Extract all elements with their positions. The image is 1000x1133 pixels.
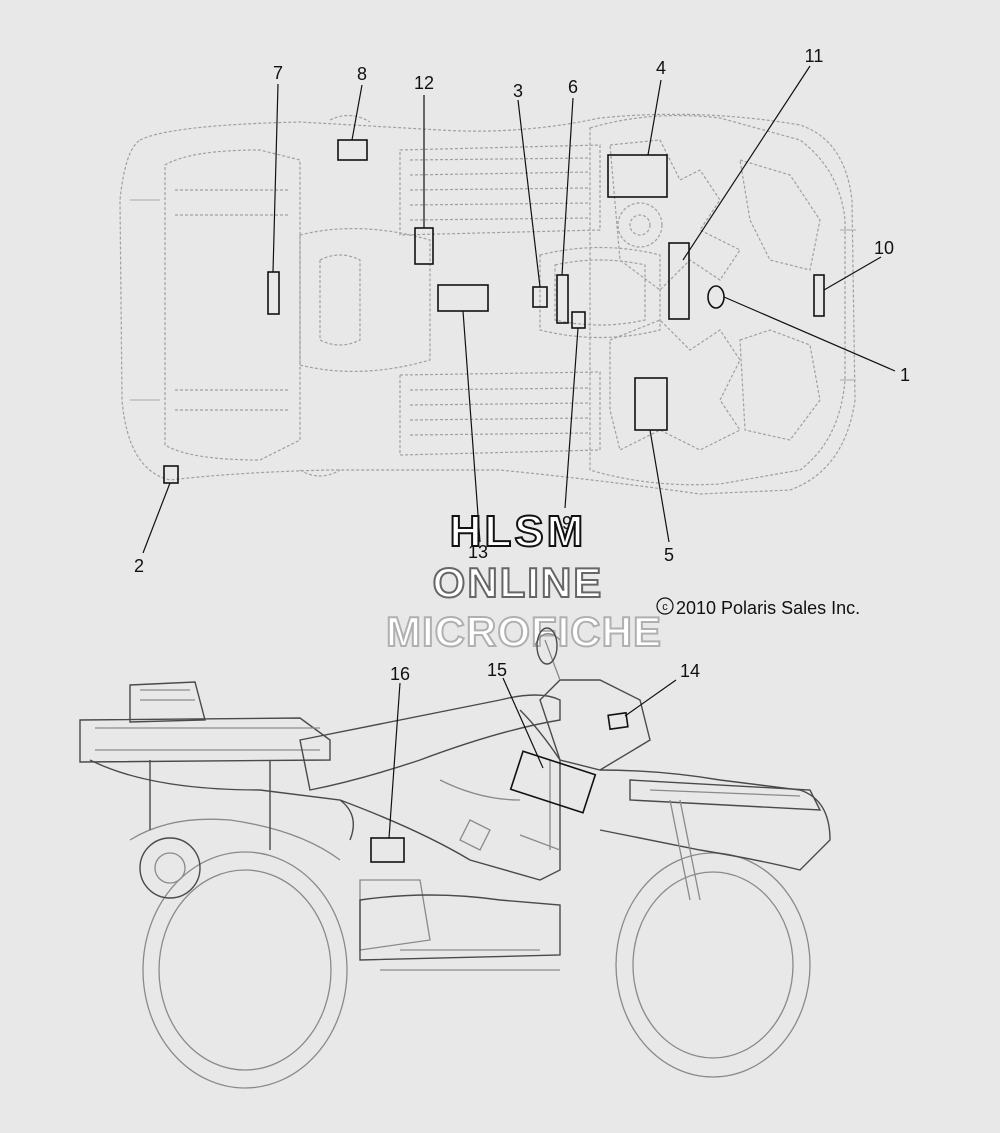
callout-13: 13 [468, 542, 488, 562]
copyright-text: 2010 Polaris Sales Inc. [676, 598, 860, 618]
decal-9 [571, 311, 586, 329]
copyright-symbol: c [662, 601, 668, 613]
callout-10: 10 [874, 238, 894, 258]
callout-16: 16 [390, 664, 410, 684]
decal-7 [267, 271, 280, 315]
decal-10 [813, 274, 825, 317]
copyright-symbol-circle [656, 597, 674, 615]
callout-9: 9 [562, 513, 572, 533]
side-view-vehicle [79, 627, 831, 1089]
decal-16 [370, 837, 405, 863]
callout-6: 6 [568, 77, 578, 97]
watermark-line-2: ONLINE [433, 559, 604, 606]
decal-4 [607, 154, 668, 198]
copyright: c 2010 Polaris Sales Inc. [656, 597, 860, 618]
decal-8 [337, 139, 368, 161]
top-view-callouts: 7 8 12 3 6 4 11 10 1 5 9 13 2 [134, 46, 910, 576]
decal-14 [607, 711, 629, 731]
decal-1 [707, 285, 725, 309]
callout-11: 11 [805, 46, 824, 66]
callout-7: 7 [273, 63, 283, 83]
top-view-decals [163, 139, 825, 484]
callout-12: 12 [414, 73, 434, 93]
watermark-line-1: HLSM [450, 507, 587, 556]
callout-1: 1 [900, 365, 910, 385]
callout-15: 15 [487, 660, 507, 680]
callout-2: 2 [134, 556, 144, 576]
watermark-line-3: MICROFICHE [386, 608, 662, 655]
callout-8: 8 [357, 64, 367, 84]
callout-5: 5 [664, 545, 674, 565]
callout-14: 14 [680, 661, 700, 681]
decal-6 [556, 274, 569, 324]
side-view-callouts: 16 15 14 [390, 660, 700, 684]
callout-3: 3 [513, 81, 523, 101]
callout-4: 4 [656, 58, 666, 78]
top-view-leaders [142, 65, 896, 554]
side-view-decals [370, 711, 629, 863]
decal-2 [163, 465, 179, 484]
decal-15 [509, 750, 597, 814]
decal-13 [437, 284, 489, 312]
top-view-vehicle-outline [119, 113, 856, 495]
side-view-leaders [388, 677, 677, 839]
decal-5 [634, 377, 668, 431]
decal-11 [668, 242, 690, 320]
watermark: HLSM ONLINE MICROFICHE [385, 506, 662, 656]
